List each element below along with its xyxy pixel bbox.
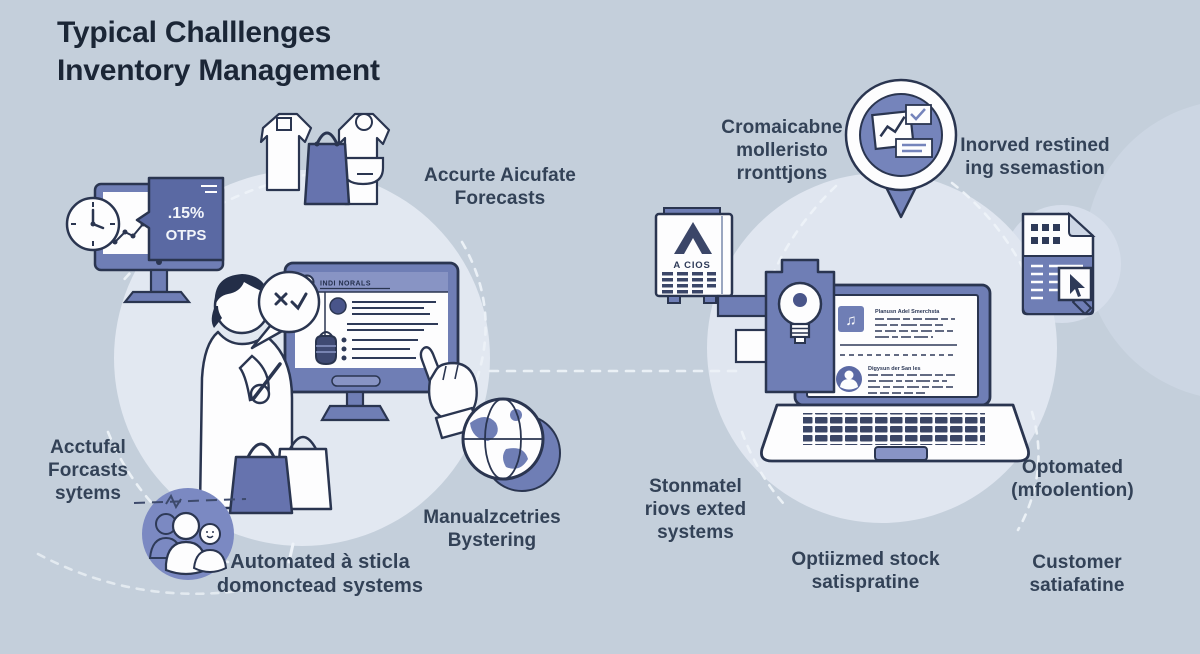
logo-a-icon (674, 222, 712, 254)
cursor-icon (1057, 266, 1093, 315)
report-cards-icon (871, 104, 933, 158)
report-value-text: .15% (168, 205, 204, 222)
label-improved-estimation: Inorved restined ing ssemastion (960, 135, 1110, 180)
price-tag-icon (341, 156, 385, 186)
lightbulb-icon (777, 281, 823, 344)
label-stockouts: Stonmatel riovs exted systems (644, 476, 747, 544)
speech-bubble-icon (250, 270, 321, 350)
idea-card-illustration (760, 252, 850, 402)
label-communication: Cromaicabne molleristo rronttjons (721, 117, 843, 185)
hanging-bag-icon (315, 292, 337, 366)
tshirt-icon (259, 112, 313, 192)
page-title-line1: Typical Challlenges (57, 16, 332, 49)
laptop-illustration: ♫ Planusn Adel Smerchsta Digysun der San… (755, 273, 1040, 473)
catalog-title-text: A CIOS (673, 260, 710, 271)
page-title: Typical Challlenges Inventory Management (57, 14, 380, 90)
profile-avatar-icon (836, 366, 862, 392)
label-automated-systems: Automated à sticla domonctead systems (216, 551, 424, 598)
kpi-report-card: .15% OTPS (135, 176, 225, 262)
pen-icon (252, 362, 282, 400)
trend-line-icon (112, 221, 146, 245)
globe-icon (461, 397, 545, 481)
products-illustration (253, 96, 408, 218)
laptop-section1-title: Planusn Adel Smerchsta (875, 309, 940, 315)
clock-icon (65, 196, 121, 252)
trackpad (874, 446, 928, 461)
report-caption-text: OTPS (166, 227, 207, 244)
label-manual-entries: Manualzcetries Bystering (423, 507, 561, 552)
document-illustration (1013, 208, 1113, 333)
pin-illustration (838, 73, 968, 223)
checkbox-grid (1031, 224, 1060, 244)
label-optimized-info: Optomated (mfoolention) (1011, 457, 1134, 502)
label-optimized-stock: Optiizmed stock satispratine (791, 549, 940, 594)
people-group-icon (148, 511, 228, 576)
dashboard-content (329, 297, 438, 361)
team-illustration (133, 486, 248, 586)
music-note-icon: ♫ (845, 312, 856, 329)
globe-illustration (458, 393, 563, 498)
catalog-illustration: A CIOS (646, 206, 751, 306)
label-customer-satisfaction: Customer satiafatine (1029, 552, 1125, 597)
forecast-monitor-illustration: .15% OTPS (55, 170, 245, 310)
pulse-line-icon (133, 493, 247, 510)
label-accurate-forecasts: Accurte Aicufate Forecasts (424, 165, 576, 210)
dashboard-title-text: INDI NORALS (320, 281, 371, 288)
page-title-line2: Inventory Management (57, 54, 380, 87)
laptop-section2-title: Digysun der San les (868, 366, 921, 372)
label-actual-forecasts: Acctufal Forcasts sytems (47, 437, 128, 505)
keyboard (803, 413, 985, 445)
shopping-bag-icon (303, 131, 351, 206)
catalog-table (662, 272, 716, 294)
